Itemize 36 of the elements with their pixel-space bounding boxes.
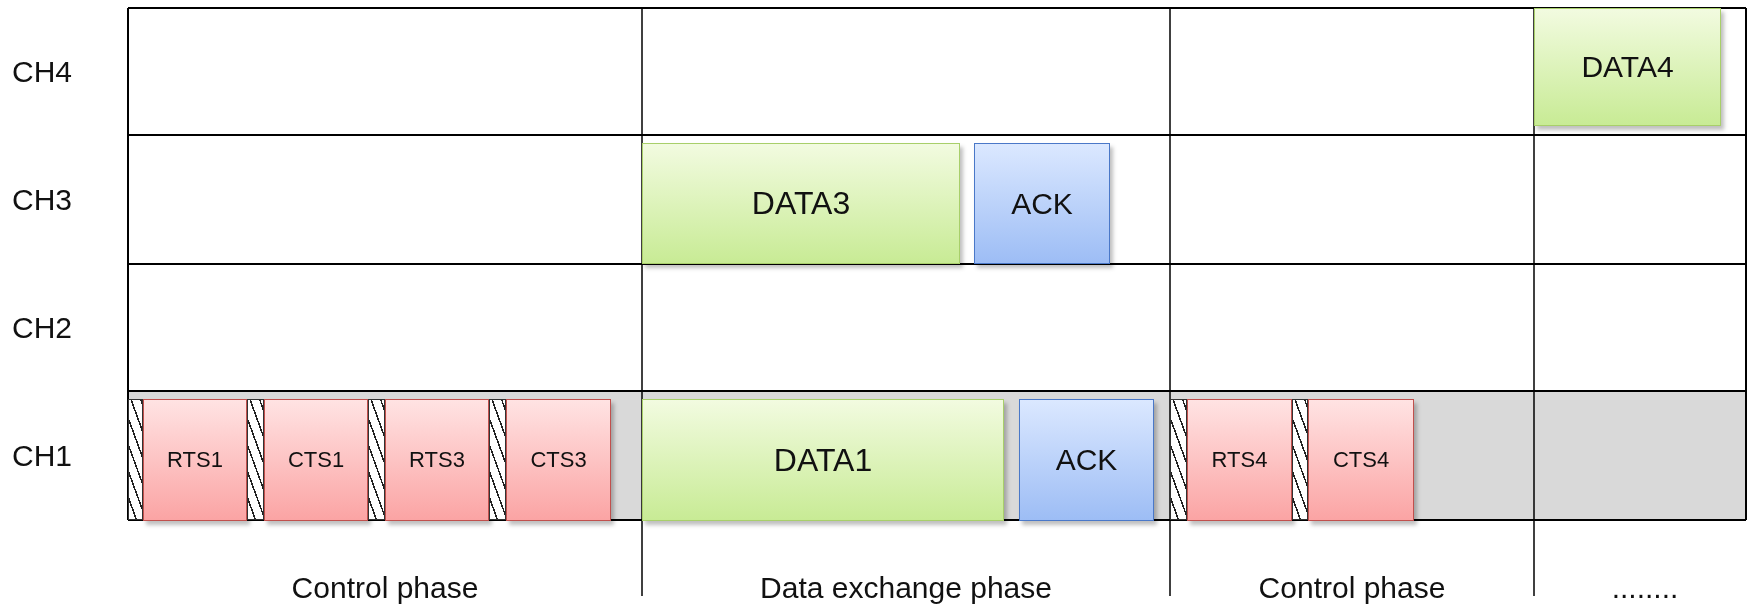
hatched-slot bbox=[128, 399, 143, 520]
control-frame bbox=[1308, 399, 1414, 521]
control-frame bbox=[264, 399, 368, 521]
frame-label: DATA3 bbox=[751, 185, 851, 222]
ellipsis: ........ bbox=[1611, 571, 1679, 605]
frame-label: RTS1 bbox=[167, 447, 223, 473]
data-frame bbox=[1534, 8, 1721, 126]
data-frame bbox=[642, 143, 960, 264]
frame-label: DATA4 bbox=[1581, 50, 1674, 84]
control-frame bbox=[506, 399, 611, 521]
channel-label: CH2 bbox=[12, 311, 72, 345]
frame-label: ACK bbox=[1055, 443, 1118, 477]
frame-label: RTS3 bbox=[409, 447, 465, 473]
phase-label: Control phase bbox=[291, 571, 479, 605]
hatched-slot bbox=[247, 399, 264, 520]
hatched-slot bbox=[368, 399, 385, 520]
hatched-slot bbox=[1170, 399, 1187, 520]
frame-label: CTS4 bbox=[1332, 447, 1390, 473]
frame-label: CTS1 bbox=[287, 447, 345, 473]
frame-label: ACK bbox=[1011, 186, 1073, 221]
channel-label: CH4 bbox=[12, 55, 72, 89]
ack-frame bbox=[974, 143, 1110, 264]
data-frame bbox=[642, 399, 1004, 521]
hatched-slot bbox=[489, 399, 506, 520]
channel-label: CH1 bbox=[12, 439, 72, 473]
ack-frame bbox=[1019, 399, 1154, 521]
phase-label: Data exchange phase bbox=[760, 571, 1052, 605]
frame-label: RTS4 bbox=[1211, 447, 1268, 473]
channel-label: CH3 bbox=[12, 183, 72, 217]
control-frame bbox=[1187, 399, 1292, 521]
phase-label: Control phase bbox=[1258, 571, 1446, 605]
frame-label: DATA1 bbox=[773, 441, 873, 479]
control-frame bbox=[385, 399, 489, 521]
frame-label: CTS3 bbox=[530, 447, 587, 473]
control-frame bbox=[143, 399, 247, 521]
hatched-slot bbox=[1292, 399, 1308, 520]
